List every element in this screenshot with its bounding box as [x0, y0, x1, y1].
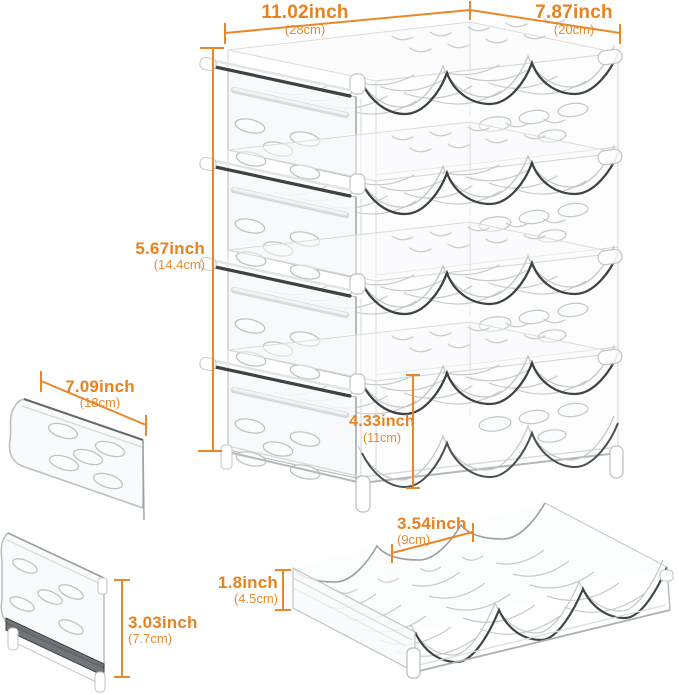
- dimension-panel-height: [114, 579, 130, 678]
- slot-width-inch: 3.54inch: [397, 514, 467, 533]
- dimension-label-top-width: 11.02inch (28cm): [240, 2, 370, 38]
- dimension-tray-height: [275, 569, 291, 611]
- dimension-label-stack-height: 5.67inch (14.4cm): [95, 239, 205, 273]
- dimension-label-tray-height: 1.8inch (4.5cm): [178, 573, 278, 607]
- top-depth-inch: 7.87inch: [535, 2, 613, 23]
- dimension-label-panel-height: 3.03inch (7.7cm): [128, 613, 224, 647]
- dimension-label-slot-width: 3.54inch (9cm): [397, 514, 481, 548]
- dimension-label-top-depth: 7.87inch (20cm): [510, 2, 638, 38]
- dimension-inner-height: [406, 374, 420, 489]
- dimension-slot-width: [391, 523, 474, 563]
- stack-height-inch: 5.67inch: [135, 239, 205, 258]
- dimension-label-panel-width: 7.09inch (18cm): [44, 377, 156, 411]
- side-panel-small: [0, 532, 108, 693]
- side-panel-large: [8, 398, 145, 521]
- dimension-lines: [40, 1, 621, 678]
- inner-height-cm: (11cm): [363, 430, 401, 445]
- dimension-panel-width: [40, 371, 147, 436]
- slot-width-cm: (9cm): [397, 532, 431, 548]
- panel-height-inch: 3.03inch: [128, 613, 198, 632]
- stack-height-cm: (14.4cm): [153, 257, 205, 273]
- dimension-label-inner-height: 4.33inch (11cm): [344, 413, 420, 445]
- inner-height-inch: 4.33inch: [349, 413, 415, 430]
- top-depth-cm: (20cm): [553, 22, 595, 38]
- panel-height-cm: (7.7cm): [128, 631, 173, 647]
- top-width-cm: (28cm): [284, 22, 326, 38]
- dimension-top-depth: [469, 9, 621, 44]
- tray-height-inch: 1.8inch: [218, 573, 278, 592]
- panel-width-inch: 7.09inch: [65, 377, 135, 396]
- dimension-stack-height: [198, 47, 224, 452]
- top-width-inch: 11.02inch: [261, 2, 349, 23]
- tray-height-cm: (4.5cm): [233, 591, 278, 607]
- main-stack: [199, 19, 623, 513]
- single-tray: [292, 502, 674, 679]
- panel-width-cm: (18cm): [79, 395, 121, 411]
